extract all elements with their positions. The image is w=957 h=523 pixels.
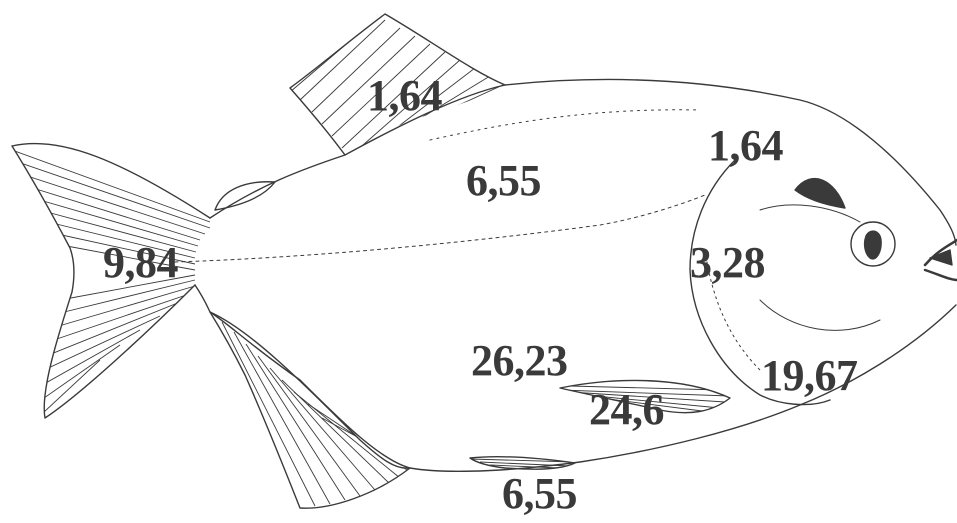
label-upper-body: 6,55: [466, 159, 541, 203]
label-head-lower: 19,67: [761, 354, 858, 398]
anal-fin-rays: [210, 315, 415, 508]
pelvic-fin-outline: [470, 457, 575, 469]
label-upper-head: 1,64: [708, 124, 783, 168]
shoulder-mark: [795, 179, 845, 208]
pupil: [865, 231, 882, 259]
label-caudal-peduncle: 9,84: [103, 241, 178, 285]
upper-dotted-line: [430, 110, 700, 140]
label-operculum: 3,28: [690, 241, 765, 285]
label-dorsal-fin: 1,64: [367, 74, 442, 118]
label-lower-body: 26,23: [471, 339, 568, 383]
lateral-line: [175, 195, 705, 262]
head-bone-lines: [760, 205, 880, 331]
label-pelvic-fin: 6,55: [502, 472, 577, 516]
body-outline-upper: [210, 80, 956, 245]
teeth-mark: [930, 250, 952, 265]
label-pectoral-fin: 24,6: [589, 388, 664, 432]
anal-fin-outline: [210, 312, 410, 508]
